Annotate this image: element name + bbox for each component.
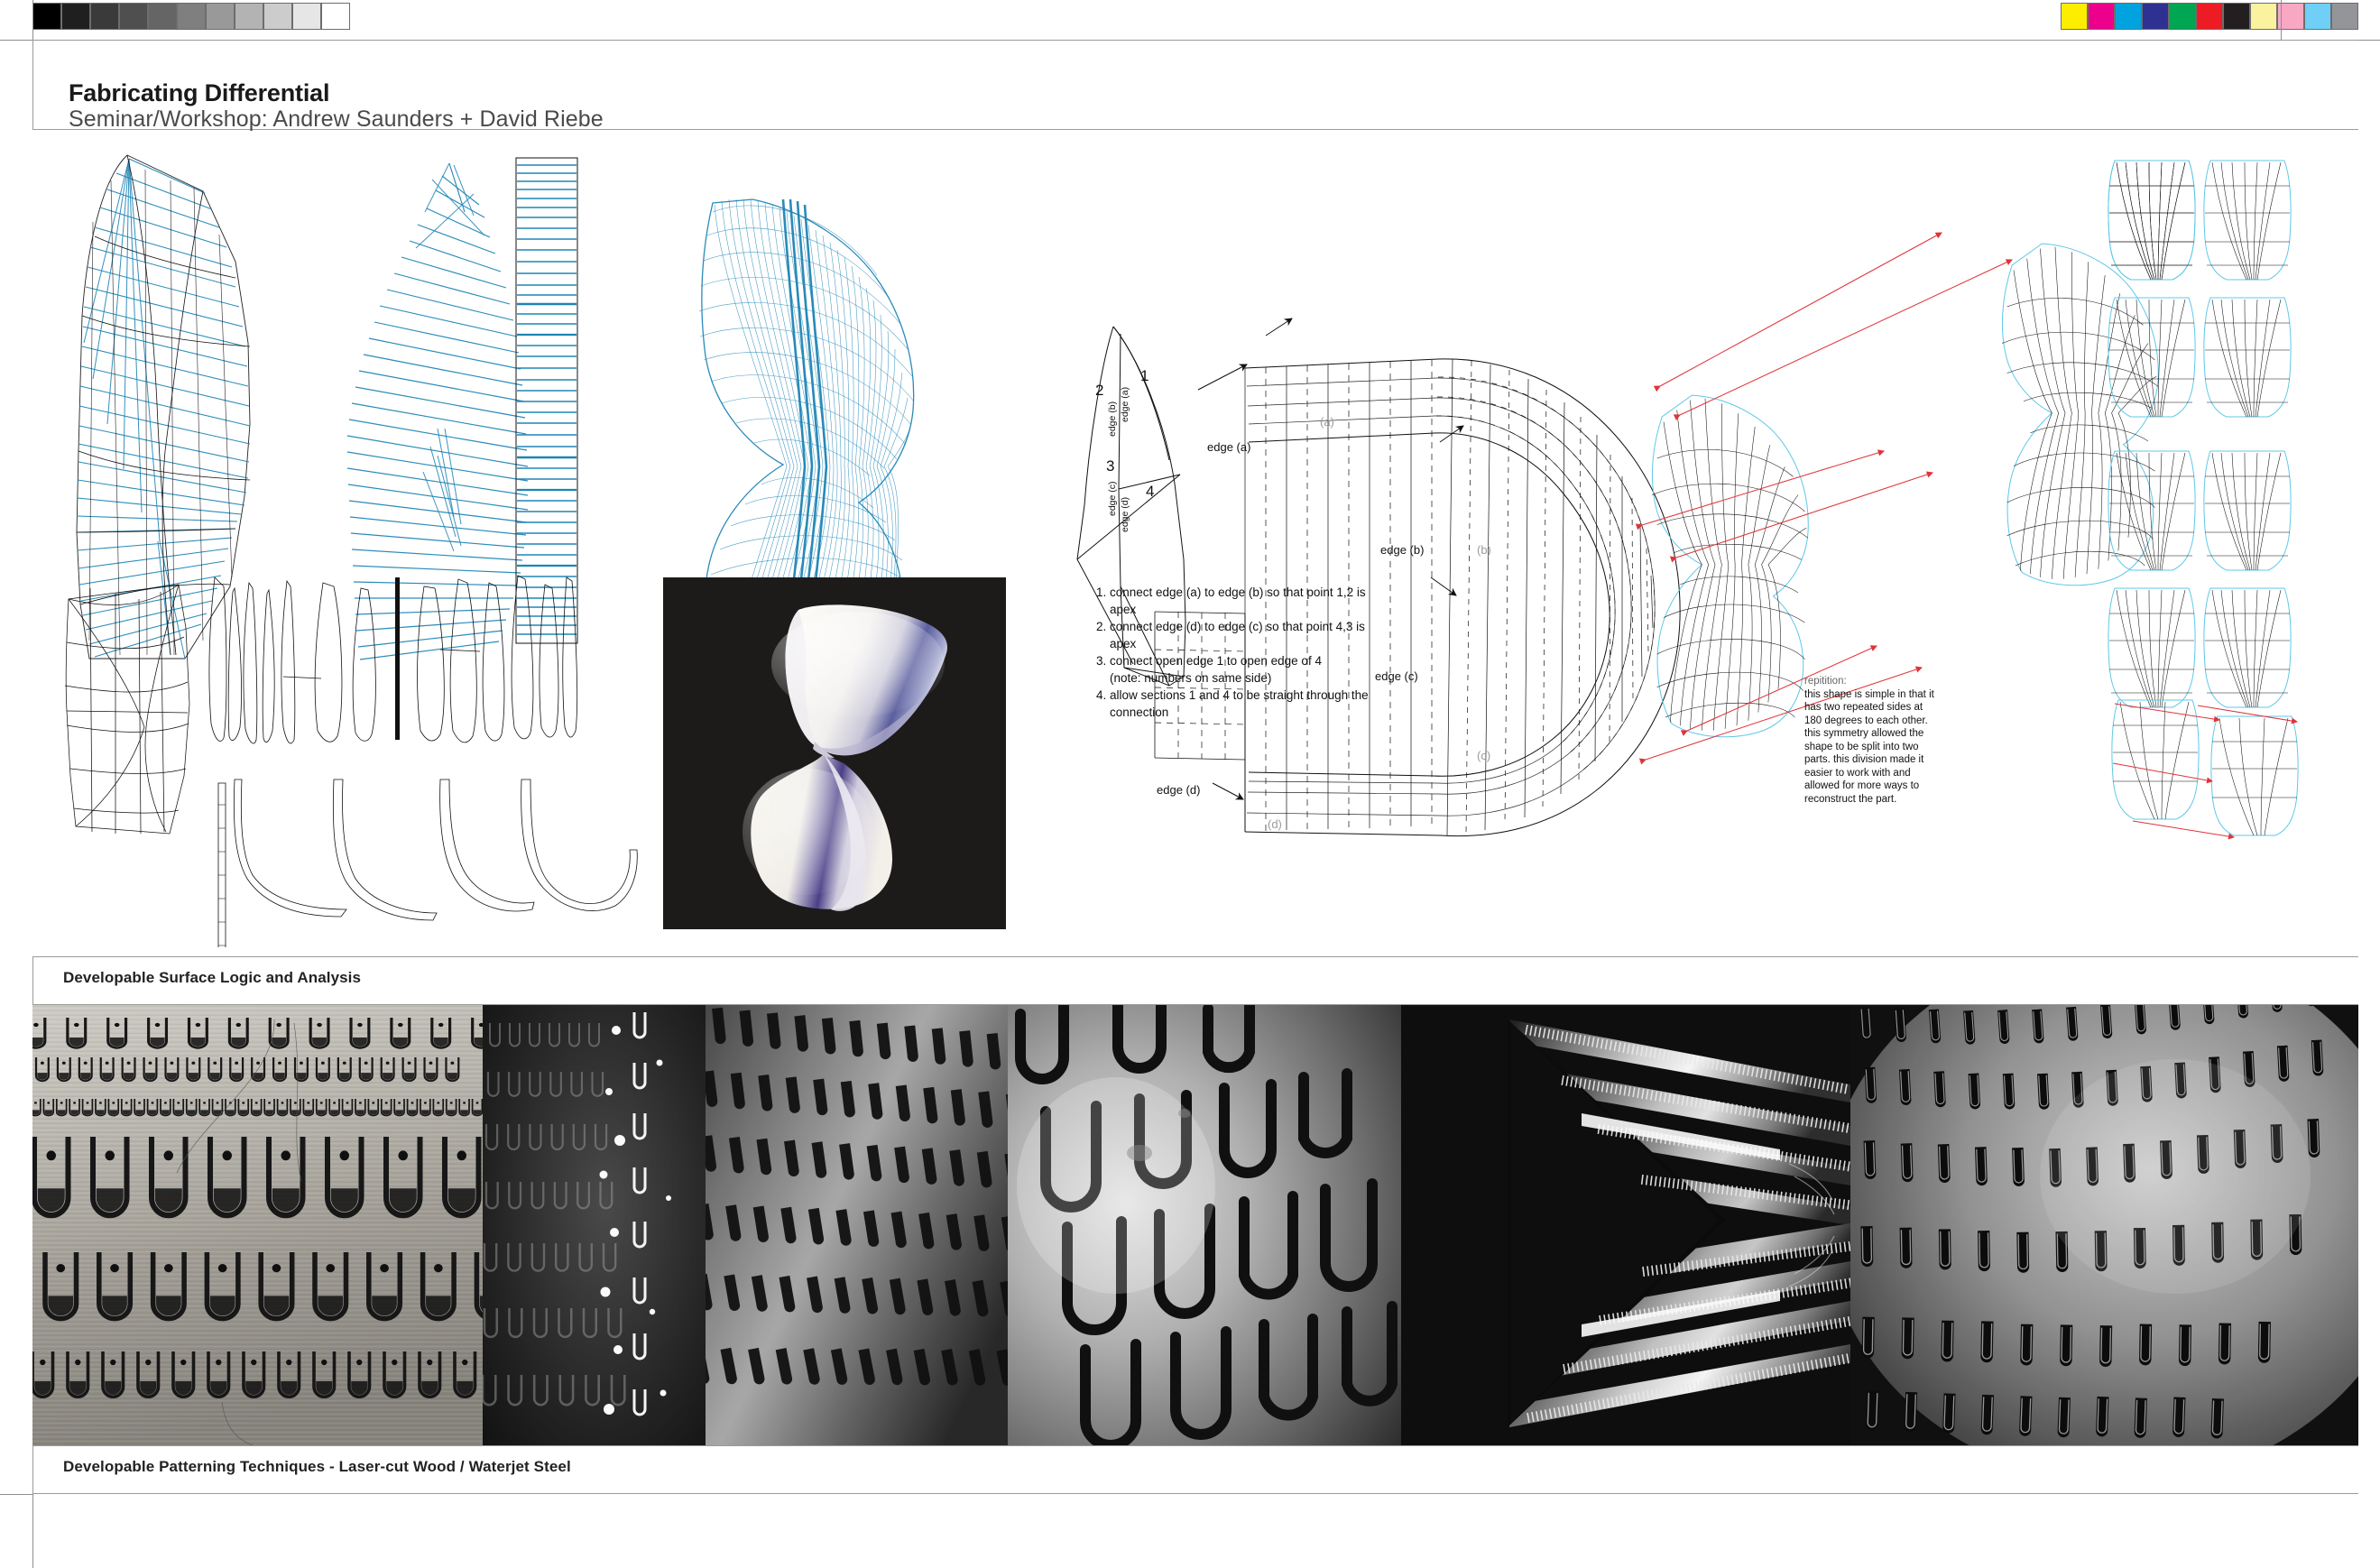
grayscale-swatch — [263, 3, 292, 30]
color-swatch — [2169, 3, 2196, 30]
svg-text:edge (a): edge (a) — [1120, 387, 1130, 422]
svg-text:1: 1 — [1140, 367, 1148, 384]
color-swatch — [2196, 3, 2223, 30]
grayscale-swatch — [90, 3, 119, 30]
color-swatch — [2331, 3, 2358, 30]
grayscale-swatch — [119, 3, 148, 30]
bottom-left-rule — [0, 1494, 32, 1495]
svg-text:4: 4 — [1146, 483, 1154, 500]
instruction-item-1: connect edge (a) to edge (b) so that poi… — [1110, 585, 1388, 618]
edge-label-d: edge (d) — [1157, 783, 1201, 797]
photo-illuminated-slot-array — [483, 1005, 706, 1445]
edge-tag-c: (c) — [1477, 749, 1491, 762]
grayscale-calibration-strip — [32, 3, 350, 30]
edge-tag-a: (a) — [1320, 415, 1334, 429]
caption-upper: Developable Surface Logic and Analysis — [63, 969, 362, 986]
color-swatch — [2061, 3, 2088, 30]
grayscale-swatch — [177, 3, 206, 30]
panel-horizontal-sections — [515, 157, 578, 644]
panel-strip-profiles — [64, 575, 638, 947]
color-swatch — [2223, 3, 2250, 30]
grayscale-swatch — [61, 3, 90, 30]
assembly-instructions: connect edge (a) to edge (b) so that poi… — [1090, 585, 1388, 722]
panel-render-photo — [663, 577, 1006, 929]
svg-text:edge (c): edge (c) — [1107, 481, 1118, 516]
caption-frame-upper — [32, 956, 2358, 1005]
panel-paired-wireframes — [1635, 232, 2159, 765]
grayscale-swatch — [292, 3, 321, 30]
panel-ruled-lines-only — [346, 162, 529, 660]
photo-spherical-slot-field — [1850, 1005, 2358, 1445]
color-swatch — [2250, 3, 2277, 30]
grayscale-swatch — [32, 3, 61, 30]
repetition-note-title: repitition: — [1804, 676, 1847, 687]
drawing-plate: 1 2 3 4 edge (a) edge (b) edge (c) edge … — [64, 154, 2299, 947]
bottom-left-vertical-rule — [32, 1494, 33, 1568]
photo-serpentine-slot-closeup — [1008, 1005, 1401, 1445]
grayscale-swatch — [235, 3, 263, 30]
svg-text:3: 3 — [1106, 457, 1114, 475]
panel-ruled-surface-3d — [76, 154, 251, 659]
photo-laser-cut-wood — [32, 1005, 483, 1445]
panel-folding-diagram: 1 2 3 4 edge (a) edge (b) edge (c) edge … — [1076, 326, 1186, 687]
photo-stacked-comb-edges — [1401, 1005, 1850, 1445]
color-calibration-strip — [2061, 3, 2358, 30]
color-swatch — [2277, 3, 2304, 30]
repetition-note-body: this shape is simple in that it has two … — [1804, 688, 1934, 805]
photo-curved-steel-perforation — [706, 1005, 1008, 1445]
color-swatch — [2088, 3, 2115, 30]
svg-text:edge (b): edge (b) — [1107, 401, 1118, 437]
panel-ortho-grid — [2108, 160, 2299, 840]
header-frame — [32, 40, 2358, 130]
grayscale-swatch — [206, 3, 235, 30]
caption-lower: Developable Patterning Techniques - Lase… — [63, 1458, 571, 1475]
caption-frame-lower — [32, 1445, 2358, 1494]
photo-strip — [32, 1005, 2358, 1445]
top-left-vertical-rule — [32, 0, 33, 40]
instruction-item-2: connect edge (d) to edge (c) so that poi… — [1110, 619, 1388, 652]
grayscale-swatch — [321, 3, 350, 30]
panel-unrolled-pattern — [1154, 358, 1681, 837]
edge-label-c: edge (c) — [1375, 669, 1418, 683]
edge-tag-b: (b) — [1477, 543, 1491, 557]
top-right-vertical-rule — [2281, 0, 2282, 40]
svg-text:2: 2 — [1095, 382, 1103, 399]
instruction-item-4: allow sections 1 and 4 to be straight th… — [1110, 687, 1388, 721]
header-top-rule — [0, 40, 32, 41]
edge-label-b: edge (b) — [1380, 543, 1425, 557]
color-swatch — [2142, 3, 2169, 30]
color-swatch — [2115, 3, 2142, 30]
repetition-note: repitition: this shape is simple in that… — [1804, 675, 1940, 806]
page-subtitle: Seminar/Workshop: Andrew Saunders + Davi… — [69, 106, 604, 132]
edge-label-a: edge (a) — [1207, 440, 1251, 454]
color-swatch — [2304, 3, 2331, 30]
svg-text:edge (d): edge (d) — [1120, 497, 1130, 532]
edge-tag-d: (d) — [1268, 817, 1282, 831]
grayscale-swatch — [148, 3, 177, 30]
page-title: Fabricating Differential — [69, 79, 330, 106]
instruction-item-3: connect open edge 1 to open edge of 4(no… — [1110, 653, 1388, 687]
edge-leader-lines — [1212, 318, 1464, 800]
